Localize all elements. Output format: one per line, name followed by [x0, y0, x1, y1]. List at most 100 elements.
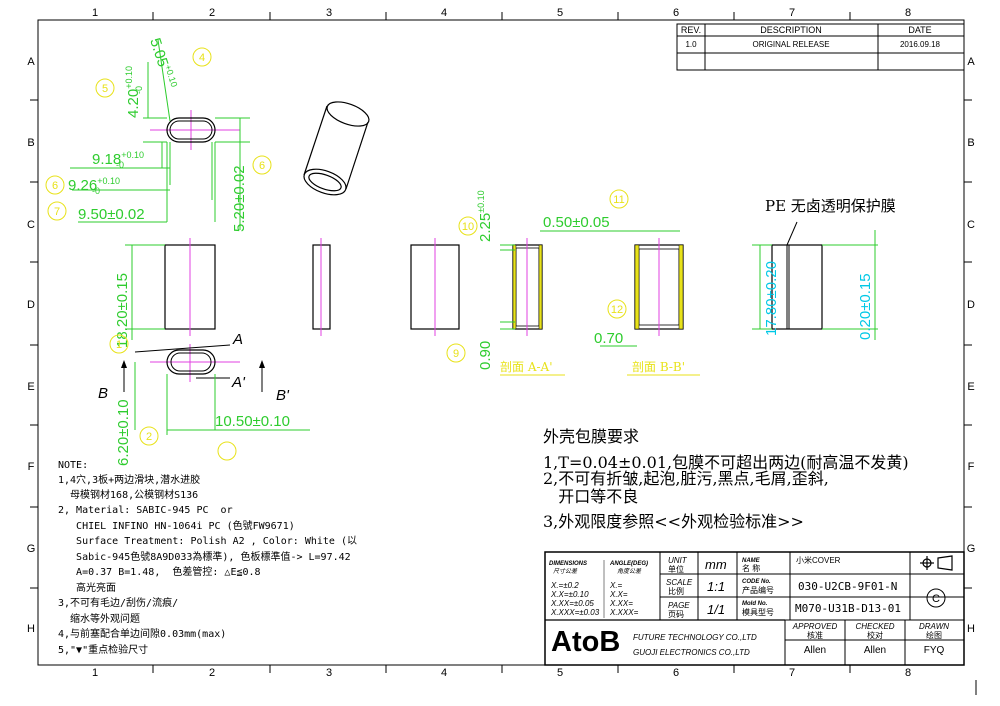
pe-film-view: [752, 221, 878, 340]
tb-code-value: 030-U2CB-9F01-N: [798, 580, 897, 593]
pe-film-label: PE 无卤透明保护膜: [765, 197, 896, 215]
zone-row-e-left: E: [27, 381, 34, 393]
note-line-9: 3,不可有毛边/刮伤/流痕/: [58, 596, 178, 609]
outer-border: [37, 19, 965, 666]
rev-header-date: DATE: [908, 25, 931, 35]
copyright-icon: C: [926, 588, 946, 608]
tb-angle-label: ANGLE(DEG): [609, 561, 648, 567]
dim-9-50: 9.50±0.02: [78, 206, 145, 223]
tb-checked-sub: 校对: [867, 630, 883, 640]
balloon-4: 4: [199, 52, 205, 64]
section-bb-label: 剖面 B-B': [632, 360, 685, 374]
dim-10-50: 10.50±0.10: [215, 413, 290, 430]
tb-drawn-sub: 绘图: [926, 630, 942, 640]
side-views: [312, 244, 460, 330]
requirements-item-2: 2,不可有折皱,起泡,脏污,黑点,毛屑,歪斜,: [543, 469, 829, 488]
dim-18-20: 18.20±0.15: [114, 273, 131, 348]
tb-checked-value: Allen: [864, 645, 886, 656]
tb-tol-right-2: X.XX=: [609, 599, 633, 608]
dim-5-20: 5.20±0.02: [231, 165, 248, 232]
dim-9-26: 9.26+0.10-0: [68, 176, 120, 196]
tb-tol-left-1: X.X=±0.10: [550, 590, 589, 599]
balloon-6: 6: [259, 160, 265, 172]
top-zone-ticks: [30, 12, 972, 673]
section-aa-view: [500, 238, 565, 376]
dim-0-70: 0.70: [594, 330, 623, 347]
zone-row-a-left: A: [27, 56, 35, 68]
top-view-oval: [150, 110, 240, 150]
top-view-dim-text: 4.20+0.10-0 5.05+0.10 9.18+0.10-0 9.26+0…: [68, 36, 248, 232]
zone-row-e-right: E: [967, 381, 974, 393]
front-view: [164, 238, 216, 336]
zone-col-6-bottom: 6: [673, 667, 679, 679]
section-aa-label: 剖面 A-A': [500, 360, 553, 374]
dim-5-05: 5.05+0.10: [146, 36, 179, 91]
section-b: B: [98, 385, 108, 402]
revision-table: [676, 23, 965, 71]
tb-approved-sub: 核准: [807, 630, 823, 640]
requirements-block: 外壳包膜要求 1,T=0.04±0.01,包膜不可超出两边(耐高温不发黄) 2,…: [543, 427, 909, 531]
tb-name-value: 小米COVER: [796, 555, 841, 565]
tb-unit-sub: 单位: [668, 564, 684, 574]
tb-page-sub: 页码: [668, 610, 684, 619]
section-b-prime: B': [276, 387, 290, 404]
tb-tol-right-1: X.X=: [609, 590, 628, 599]
dim-17-80: 17.80±0.20: [763, 261, 780, 336]
zone-col-2-bottom: 2: [209, 667, 215, 679]
notes-block: NOTE: 1,4穴,3板+两边滑块,潜水进胶 母模钢材168,公模钢材S136…: [58, 460, 357, 656]
zone-col-2-top: 2: [209, 7, 215, 19]
rev-row-description: ORIGINAL RELEASE: [752, 40, 829, 49]
zone-row-d-right: D: [967, 299, 975, 311]
tb-mold-label: Mold No.: [742, 601, 768, 607]
zone-col-3-top: 3: [326, 7, 332, 19]
tb-tol-right-3: X.XXX=: [609, 608, 639, 617]
tb-page-value: 1/1: [707, 602, 725, 617]
balloon-7: 7: [54, 206, 60, 218]
note-line-2: 母模钢材168,公模钢材S136: [58, 488, 198, 501]
top-view-dims: [70, 39, 250, 230]
tb-scale-label: SCALE: [666, 578, 693, 587]
tb-scale-sub: 比例: [668, 586, 684, 596]
balloon-1: 1: [116, 339, 122, 351]
tb-drawn-label: DRAWN: [919, 622, 949, 631]
zone-col-8-bottom: 8: [905, 667, 911, 679]
zone-col-1-bottom: 1: [92, 667, 98, 679]
zone-col-8-top: 8: [905, 7, 911, 19]
notes-title: NOTE:: [58, 460, 88, 471]
dim-9-18: 9.18+0.10-0: [92, 150, 144, 170]
section-a: A: [232, 331, 243, 348]
zone-row-c-left: C: [27, 219, 35, 231]
projection-symbol-icon: [920, 555, 953, 571]
zone-row-h-left: H: [27, 623, 35, 635]
zone-col-3-bottom: 3: [326, 667, 332, 679]
note-line-5: Surface Treatment: Polish A2 , Color: Wh…: [58, 536, 357, 547]
rev-row-rev: 1.0: [685, 40, 697, 49]
balloon-5: 5: [102, 83, 108, 95]
balloon-numbers: 1 2 4 5 6 6 7 9 10 11 12: [52, 52, 625, 443]
zone-row-b-right: B: [967, 137, 974, 149]
bottom-oval-dims: [134, 362, 310, 435]
tb-approved-value: Allen: [804, 645, 826, 656]
section-bb-view: [540, 230, 700, 376]
requirements-item-2-cont: 开口等不良: [543, 487, 638, 506]
dim-0-20: 0.20±0.15: [857, 273, 874, 340]
zone-row-g-left: G: [27, 543, 36, 555]
tb-company-1: FUTURE TECHNOLOGY CO.,LTD: [633, 633, 757, 642]
zone-row-g-right: G: [967, 543, 976, 555]
tb-logo: AtoB: [551, 626, 620, 658]
requirements-item-3: 3,外观限度参照<<外观检验标准>>: [543, 512, 804, 531]
tb-mold-value: M070-U31B-D13-01: [795, 602, 901, 615]
requirements-item-1: 1,T=0.04±0.01,包膜不可超出两边(耐高温不发黄): [543, 453, 909, 472]
note-line-7: A=0.37 B=1.48, 色差管控: △E≦0.8: [58, 565, 261, 578]
tb-angle-sub: 角度公差: [617, 567, 642, 575]
tb-page-label: PAGE: [668, 601, 690, 610]
dim-6-20: 6.20±0.10: [115, 399, 132, 466]
note-line-3: 2, Material: SABIC-945 PC or: [58, 505, 233, 516]
zone-row-a-right: A: [967, 56, 975, 68]
isometric-view: [303, 101, 370, 196]
tb-tol-right-0: X.=: [609, 581, 623, 590]
title-block-text: DIMENSIONS 尺寸公差 ANGLE(DEG) 角度公差 X.=±0.2 …: [549, 555, 949, 658]
note-line-12: 5,"▼"重点检验尺寸: [58, 643, 148, 656]
tb-mold-sub: 模具型号: [742, 607, 774, 617]
balloon-12: 12: [611, 304, 623, 316]
